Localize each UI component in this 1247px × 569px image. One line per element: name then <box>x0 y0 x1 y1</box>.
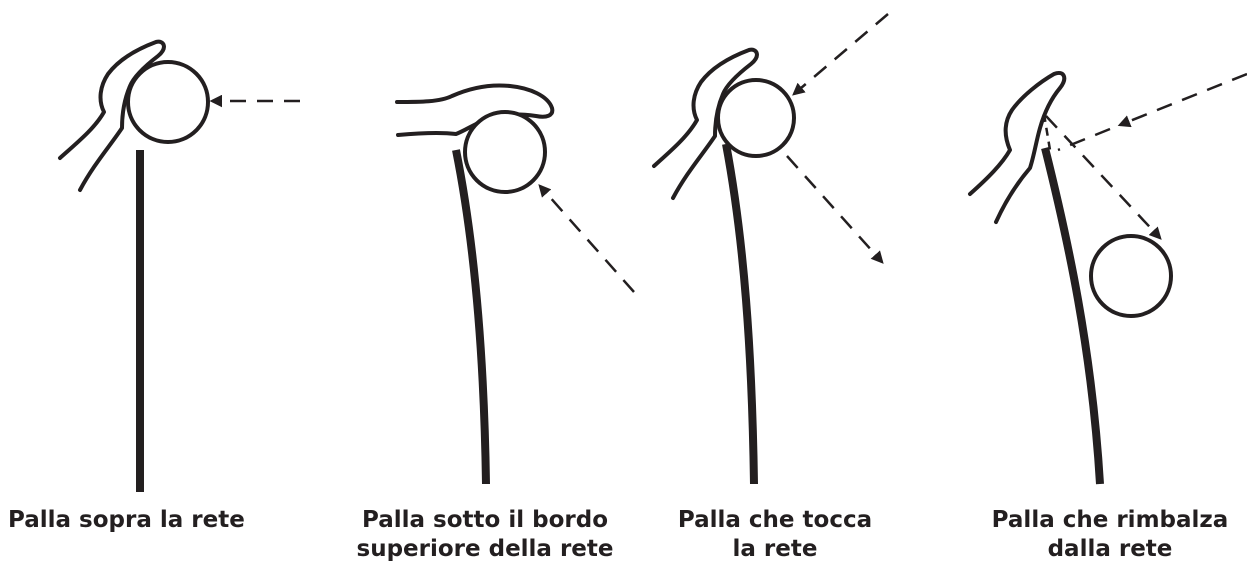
caption-line: Palla che rimbalza <box>991 507 1229 533</box>
panel-ball-above-net <box>58 39 300 492</box>
caption-ball-rebounding: Palla che rimbalza dalla rete <box>975 506 1245 564</box>
caption-ball-below-net-edge: Palla sotto il bordo superiore della ret… <box>345 506 625 564</box>
ball-icon <box>1089 234 1173 318</box>
caption-line: Palla sotto il bordo <box>362 507 608 533</box>
ball-icon <box>716 78 796 158</box>
caption-line: Palla sopra la rete <box>8 507 245 533</box>
caption-line: Palla che tocca <box>677 507 873 533</box>
incoming-arrow-tail <box>1057 127 1111 152</box>
caption-line: dalla rete <box>1047 536 1173 562</box>
hand-icon <box>395 83 555 137</box>
hand-icon <box>58 39 166 192</box>
ball-icon <box>463 110 547 194</box>
rebound-arrow <box>1045 115 1162 240</box>
outgoing-arrow <box>786 155 884 264</box>
net-curved <box>452 149 490 485</box>
incoming-arrow <box>1117 72 1247 128</box>
net-curved <box>1041 147 1104 485</box>
ball-direction-arrow <box>538 184 635 293</box>
caption-line: la rete <box>732 536 818 562</box>
incoming-arrow <box>792 13 889 96</box>
panel-ball-below-net-edge <box>395 83 635 485</box>
caption-ball-touching-net: Palla che tocca la rete <box>655 506 895 564</box>
net-curved <box>722 143 758 485</box>
panel-ball-touching-net <box>652 13 889 485</box>
caption-ball-above-net: Palla sopra la rete <box>0 506 268 535</box>
panel-ball-rebounding <box>968 71 1247 485</box>
ball-icon <box>126 60 210 144</box>
hand-icon <box>968 71 1067 224</box>
caption-line: superiore della rete <box>356 536 614 562</box>
contact-guide <box>1042 113 1052 151</box>
hand-icon <box>652 47 759 200</box>
